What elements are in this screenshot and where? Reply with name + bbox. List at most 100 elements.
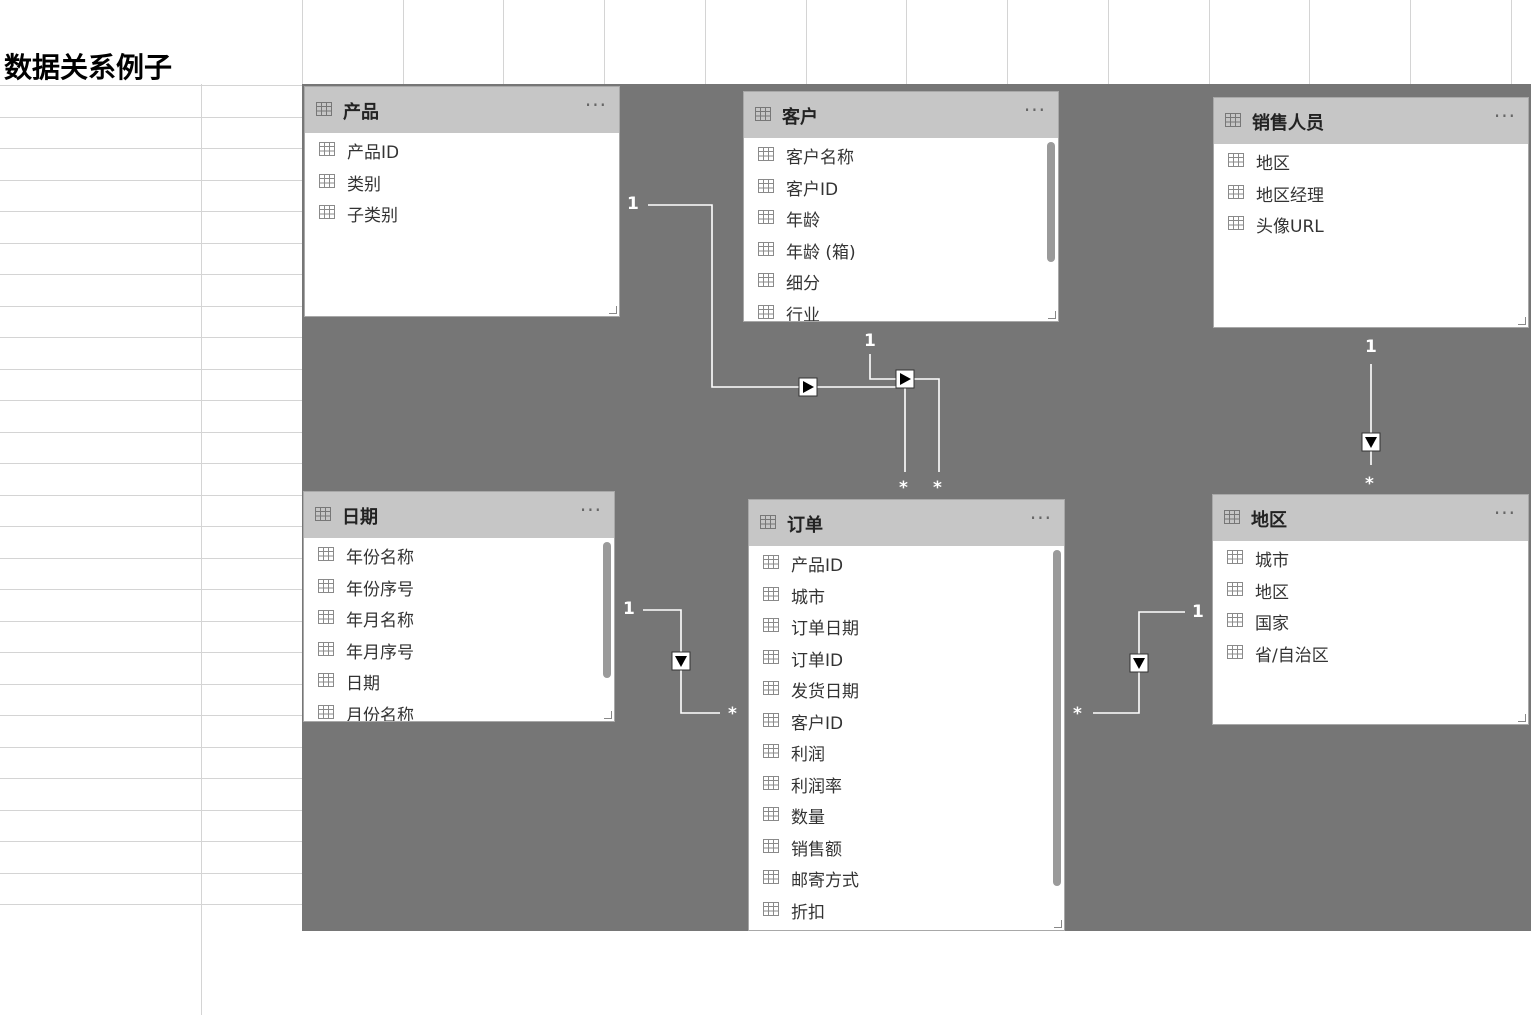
cardinality-many: *	[1365, 474, 1374, 494]
grid-line	[302, 0, 303, 84]
grid-line	[0, 589, 302, 590]
cardinality-one: 1	[623, 599, 635, 619]
resize-handle-icon[interactable]	[1054, 920, 1062, 928]
field-row[interactable]: 城市	[1213, 543, 1528, 575]
more-options-icon[interactable]: ···	[584, 93, 607, 117]
field-row[interactable]: 月份名称	[304, 698, 614, 721]
field-name: 城市	[1255, 551, 1289, 571]
field-row[interactable]: 订单日期	[749, 611, 1064, 643]
column-icon	[1227, 613, 1243, 627]
field-row[interactable]: 客户ID	[744, 172, 1058, 204]
column-icon	[763, 618, 779, 632]
column-icon	[763, 807, 779, 821]
field-row[interactable]: 发货日期	[749, 674, 1064, 706]
scrollbar[interactable]	[1047, 142, 1055, 262]
column-icon	[763, 555, 779, 569]
column-icon	[763, 744, 779, 758]
field-row[interactable]: 客户名称	[744, 140, 1058, 172]
cardinality-one: 1	[627, 194, 639, 214]
field-row[interactable]: 省/自治区	[1213, 638, 1528, 670]
field-row[interactable]: 国家	[1213, 606, 1528, 638]
field-list: 年份名称年份序号年月名称年月序号日期月份名称	[304, 538, 614, 721]
field-list: 城市地区国家省/自治区	[1213, 541, 1528, 669]
resize-handle-icon[interactable]	[609, 306, 617, 314]
field-row[interactable]: 子类别	[305, 198, 619, 230]
grid-line	[0, 683, 302, 685]
field-row[interactable]: 地区	[1214, 146, 1528, 178]
field-row[interactable]: 年月序号	[304, 635, 614, 667]
field-row[interactable]: 年龄	[744, 203, 1058, 235]
table-header[interactable]: 销售人员 ···	[1214, 98, 1528, 144]
field-row[interactable]: 利润率	[749, 769, 1064, 801]
table-header[interactable]: 客户 ···	[744, 92, 1058, 138]
scrollbar[interactable]	[1053, 550, 1061, 886]
column-icon	[758, 178, 774, 193]
field-row[interactable]: 订单ID	[749, 643, 1064, 675]
table-card-region[interactable]: 地区 ··· 城市地区国家省/自治区	[1212, 494, 1529, 725]
field-row[interactable]: 日期	[304, 666, 614, 698]
table-header[interactable]: 日期 ···	[304, 492, 614, 538]
table-icon	[316, 102, 332, 116]
table-card-date[interactable]: 日期 ··· 年份名称年份序号年月名称年月序号日期月份名称	[303, 491, 615, 722]
field-name: 子类别	[347, 206, 398, 226]
field-row[interactable]: 类别	[305, 167, 619, 199]
field-row[interactable]: 年份序号	[304, 572, 614, 604]
field-row[interactable]: 行业	[744, 298, 1058, 321]
table-name: 客户	[782, 107, 818, 128]
field-row[interactable]: 年份名称	[304, 540, 614, 572]
more-options-icon[interactable]: ···	[579, 498, 602, 522]
field-row[interactable]: 折扣	[749, 895, 1064, 927]
grid-line	[0, 494, 302, 496]
more-options-icon[interactable]: ···	[1029, 506, 1052, 530]
resize-handle-icon[interactable]	[604, 711, 612, 719]
grid-line	[0, 715, 302, 716]
field-name: 年龄 (箱)	[786, 242, 856, 263]
field-row[interactable]: 产品ID	[305, 135, 619, 167]
field-row[interactable]: 头像URL	[1214, 209, 1528, 241]
grid-line	[1007, 0, 1008, 84]
field-name: 客户名称	[786, 148, 854, 168]
more-options-icon[interactable]: ···	[1493, 501, 1516, 525]
table-header[interactable]: 地区 ···	[1213, 495, 1528, 541]
grid-line	[0, 400, 302, 401]
field-row[interactable]: 利润	[749, 737, 1064, 769]
field-row[interactable]: 客户ID	[749, 706, 1064, 738]
field-row[interactable]: 邮寄方式	[749, 863, 1064, 895]
table-header[interactable]: 订单 ···	[749, 500, 1064, 546]
grid-line	[1108, 0, 1109, 84]
column-icon	[318, 547, 334, 561]
scrollbar[interactable]	[603, 542, 611, 678]
grid-line	[0, 179, 302, 181]
field-row[interactable]: 销售额	[749, 832, 1064, 864]
table-header[interactable]: 产品 ···	[305, 87, 619, 133]
grid-line	[0, 305, 302, 307]
field-row[interactable]: 细分	[744, 266, 1058, 298]
field-row[interactable]: 地区	[1213, 575, 1528, 607]
cardinality-many: *	[1073, 704, 1082, 724]
grid-line	[0, 148, 302, 149]
column-icon	[1227, 581, 1243, 596]
field-row[interactable]: 年龄 (箱)	[744, 235, 1058, 267]
field-name: 利润率	[791, 776, 842, 797]
resize-handle-icon[interactable]	[1518, 714, 1526, 722]
table-icon	[1225, 113, 1241, 127]
more-options-icon[interactable]: ···	[1493, 104, 1516, 128]
field-row[interactable]: 城市	[749, 580, 1064, 612]
resize-handle-icon[interactable]	[1518, 317, 1526, 325]
table-card-salesperson[interactable]: 销售人员 ··· 地区地区经理头像URL	[1213, 97, 1529, 328]
grid-line	[806, 0, 807, 84]
sheet-title: 数据关系例子	[4, 51, 173, 84]
resize-handle-icon[interactable]	[1048, 311, 1056, 319]
field-row[interactable]: 产品ID	[749, 548, 1064, 580]
field-row[interactable]: 年月名称	[304, 603, 614, 635]
table-name: 订单	[787, 515, 823, 536]
field-name: 年月名称	[346, 611, 414, 631]
field-name: 地区	[1255, 582, 1289, 603]
more-options-icon[interactable]: ···	[1023, 98, 1046, 122]
field-row[interactable]: 地区经理	[1214, 178, 1528, 210]
column-icon	[1228, 184, 1244, 199]
field-row[interactable]: 数量	[749, 800, 1064, 832]
